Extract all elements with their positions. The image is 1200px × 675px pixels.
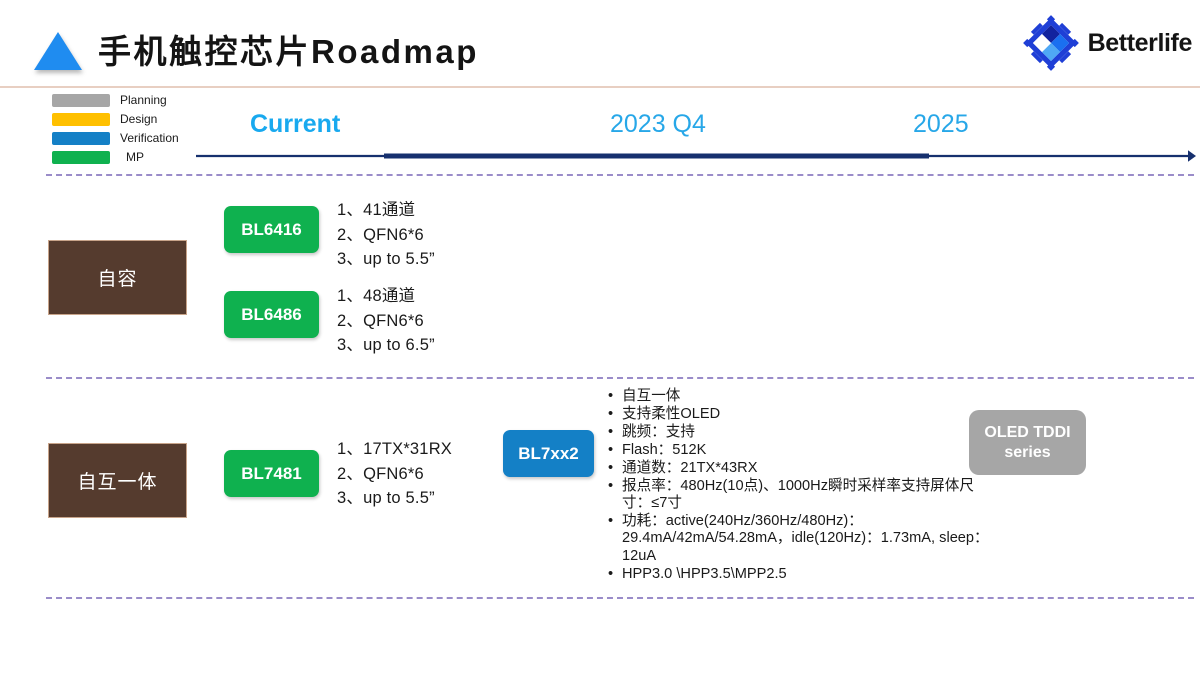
- oled-tddi-line2: series: [1004, 443, 1051, 461]
- legend-item-planning: Planning: [52, 92, 232, 108]
- row-separator-bottom: [46, 597, 1194, 599]
- spec-line: 1、48通道: [337, 287, 416, 305]
- brand-name: Betterlife: [1087, 28, 1193, 57]
- betterlife-diamond-logo-icon: [1022, 15, 1079, 71]
- timeline-label-2023q4: 2023 Q4: [610, 110, 706, 138]
- product-chip-bl7481[interactable]: BL7481: [224, 450, 319, 497]
- page-header: 手机触控芯片Roadmap Betterlife: [0, 0, 1200, 88]
- legend-label-design: Design: [120, 112, 158, 126]
- feature-item: HPP3.0 \HPP3.5\MPP2.5: [608, 566, 998, 584]
- spec-line: 2、QFN6*6: [337, 225, 424, 244]
- product-specs-bl7481: 1、17TX*31RX 2、QFN6*6 3、up to 5.5”: [337, 437, 452, 511]
- spec-line: 3、up to 5.5”: [337, 250, 435, 268]
- status-legend: Planning Design Verification MP: [52, 92, 232, 168]
- product-specs-bl6416: 1、41通道 2、QFN6*6 3、up to 5.5”: [337, 198, 435, 272]
- legend-item-mp: MP: [52, 149, 232, 165]
- blue-triangle-icon: [34, 32, 82, 70]
- feature-item: Flash：512K: [608, 442, 998, 460]
- feature-item: 自互一体: [608, 388, 998, 406]
- product-chip-oled-tddi-series[interactable]: OLED TDDI series: [969, 410, 1086, 475]
- feature-item: 通道数：21TX*43RX: [608, 460, 998, 478]
- page-title: 手机触控芯片Roadmap: [98, 33, 479, 70]
- legend-swatch-verification: [52, 131, 110, 145]
- legend-label-mp: MP: [126, 150, 144, 164]
- legend-label-planning: Planning: [120, 93, 167, 107]
- brand-logo: Betterlife: [1022, 14, 1192, 72]
- timeline-arrow-icon: [196, 150, 1196, 162]
- spec-line: 3、up to 5.5”: [337, 489, 435, 507]
- oled-tddi-line1: OLED TDDI: [984, 423, 1071, 441]
- feature-item: 功耗：active(240Hz/360Hz/480Hz)：29.4mA/42mA…: [608, 513, 998, 565]
- category-box-zirong: 自容: [48, 240, 187, 315]
- product-chip-bl7xx2[interactable]: BL7xx2: [503, 430, 594, 477]
- row-separator-top: [46, 174, 1194, 176]
- timeline-label-2025: 2025: [913, 110, 969, 138]
- legend-item-design: Design: [52, 111, 232, 127]
- product-feature-list-bl7xx2: 自互一体 支持柔性OLED 跳频：支持 Flash：512K 通道数：21TX*…: [606, 388, 998, 583]
- legend-item-verification: Verification: [52, 130, 232, 146]
- feature-item: 报点率：480Hz(10点)、1000Hz瞬时采样率支持屏体尺寸：≤7寸: [608, 478, 998, 513]
- product-chip-bl6416[interactable]: BL6416: [224, 206, 319, 253]
- product-specs-bl6486: 1、48通道 2、QFN6*6 3、up to 6.5”: [337, 284, 435, 358]
- legend-swatch-design: [52, 112, 110, 126]
- product-chip-bl6486[interactable]: BL6486: [224, 291, 319, 338]
- spec-line: 1、41通道: [337, 201, 416, 219]
- legend-swatch-mp: [52, 150, 110, 164]
- timeline-label-current: Current: [250, 110, 341, 138]
- feature-item: 支持柔性OLED: [608, 406, 998, 424]
- feature-item: 跳频：支持: [608, 424, 998, 442]
- timeline-labels: Current 2023 Q4 2025: [0, 110, 1200, 150]
- spec-line: 3、up to 6.5”: [337, 336, 435, 354]
- header-divider: [0, 86, 1200, 88]
- spec-line: 2、QFN6*6: [337, 311, 424, 330]
- legend-label-verification: Verification: [120, 131, 179, 145]
- row-separator-middle: [46, 377, 1194, 379]
- spec-line: 2、QFN6*6: [337, 464, 424, 483]
- category-box-zihuyiti: 自互一体: [48, 443, 187, 518]
- legend-swatch-planning: [52, 93, 110, 107]
- spec-line: 1、17TX*31RX: [337, 440, 453, 458]
